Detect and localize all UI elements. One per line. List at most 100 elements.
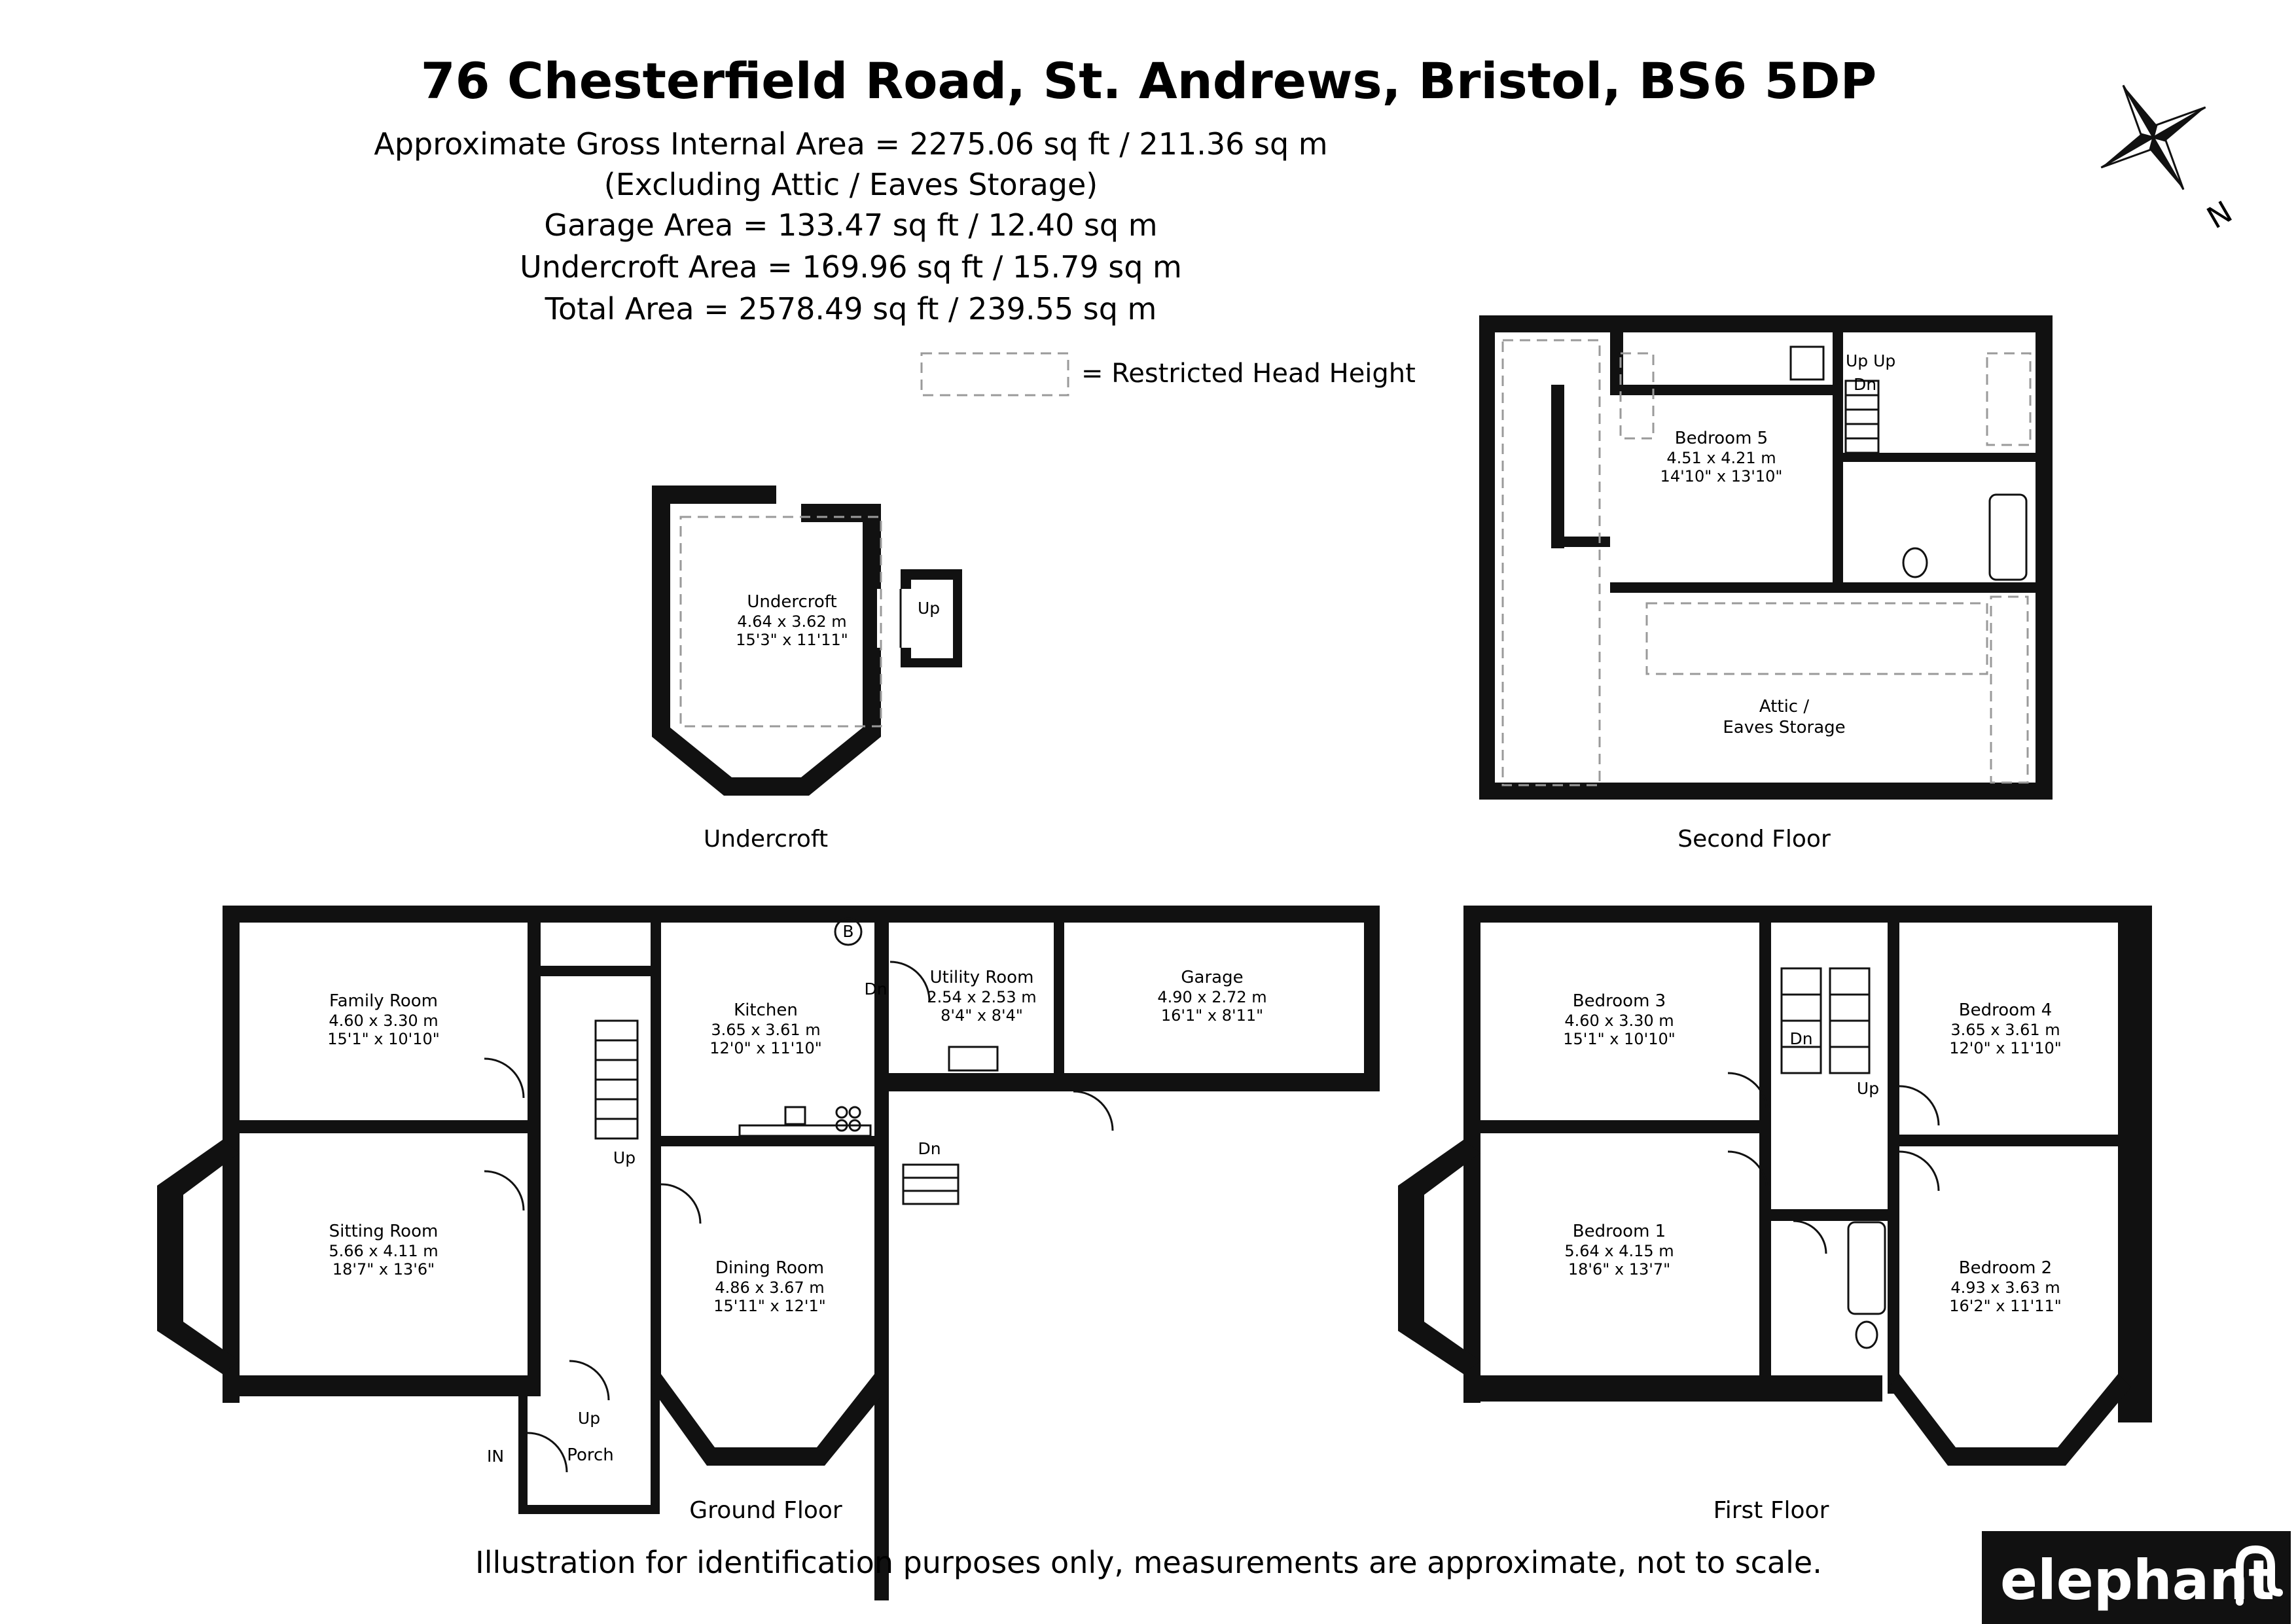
garage-metric: 4.90 x 2.72 m	[1157, 988, 1266, 1006]
outside-dn-marker: Dn	[918, 1139, 941, 1158]
bedroom-5-imperial: 14'10" x 13'10"	[1660, 467, 1783, 485]
bedroom-2-imperial: 16'2" x 11'11"	[1949, 1297, 2062, 1315]
first-floor-up-marker: Up	[1857, 1079, 1879, 1098]
bathroom-top-wall	[1771, 1209, 1888, 1221]
boiler-label: B	[842, 922, 853, 941]
bedroom-4-imperial: 12'0" x 11'10"	[1949, 1039, 2062, 1057]
legend-label: = Restricted Head Height	[1081, 359, 1416, 389]
door-swing	[569, 1360, 610, 1401]
first-floor-top-wall	[1463, 906, 2152, 923]
porch-up-marker: Up	[578, 1409, 600, 1428]
elephant-trunk-icon	[2236, 1545, 2283, 1606]
boiler-icon	[834, 917, 863, 946]
family-sitting-divider	[240, 1120, 528, 1133]
utility-garage-divider	[1054, 923, 1064, 1073]
ground-stairs-up-marker: Up	[613, 1148, 636, 1167]
sitting-room-name: Sitting Room	[329, 1222, 439, 1241]
kitchen-name: Kitchen	[734, 1000, 798, 1020]
second-floor-restricted-area	[1501, 339, 1601, 786]
compass-north-label: N	[2201, 194, 2238, 236]
toilet-icon	[1855, 1320, 1878, 1349]
bath-icon	[1988, 493, 2028, 581]
utility-room-name: Utility Room	[930, 968, 1034, 987]
first-floor-right-wall	[2118, 906, 2152, 1422]
hob-icon	[835, 1106, 848, 1119]
dining-room-bay-walls	[651, 1374, 889, 1466]
second-floor-stairs	[1844, 380, 1880, 454]
undercroft-plan: Up Undercroft 4.64 x 3.62 m 15'3" x 11'1…	[652, 485, 962, 853]
entrance-in-marker: IN	[487, 1447, 504, 1466]
bedroom-4-2-divider	[1899, 1135, 2118, 1146]
restricted-head-height-swatch	[920, 352, 1069, 397]
second-floor-wall-segment	[1610, 582, 2036, 593]
bedroom-1-name: Bedroom 1	[1573, 1222, 1666, 1241]
bedroom-1-imperial: 18'6" x 13'7"	[1568, 1260, 1670, 1279]
first-floor-bottom-wall	[1463, 1375, 1882, 1402]
property-title: 76 Chesterfield Road, St. Andrews, Brist…	[421, 52, 1877, 110]
toilet-icon	[1902, 547, 1928, 578]
bedroom-4-name: Bedroom 4	[1959, 1000, 2052, 1020]
bedroom-4-left-wall	[1888, 923, 1899, 1394]
hob-icon	[848, 1119, 861, 1132]
second-floor-wall-segment	[1610, 385, 1833, 395]
utility-room-imperial: 8'4" x 8'4"	[941, 1006, 1023, 1025]
family-sitting-room-wall	[528, 923, 541, 1396]
entrance-door-swing	[527, 1432, 568, 1473]
door-swing	[1727, 1150, 1768, 1192]
bedroom-5-metric: 4.51 x 4.21 m	[1666, 449, 1776, 467]
porch-name: Porch	[567, 1445, 614, 1465]
area-undercroft: Undercroft Area = 169.96 sq ft / 15.79 s…	[520, 249, 1182, 285]
door-swing	[1899, 1150, 1940, 1192]
hall-right-wall	[651, 923, 661, 1396]
brand-wordmark: elephant	[2000, 1548, 2274, 1612]
second-floor-up-marker: Up Up	[1846, 351, 1895, 370]
door-swing	[484, 1057, 525, 1099]
family-room-imperial: 15'1" x 10'10"	[327, 1030, 440, 1048]
ground-floor-bottom-wall	[223, 1375, 530, 1396]
area-gross: Approximate Gross Internal Area = 2275.0…	[374, 126, 1327, 162]
undercroft-room-name: Undercroft	[747, 592, 836, 612]
porch-walls	[518, 1396, 660, 1514]
second-floor-restricted-area	[1986, 352, 2032, 446]
family-room-metric: 4.60 x 3.30 m	[329, 1012, 438, 1030]
first-floor-label: First Floor	[1713, 1497, 1829, 1524]
bedroom-3-1-divider	[1480, 1120, 1759, 1133]
second-floor-wall-segment	[1843, 453, 2036, 462]
second-floor-wall-segment	[1833, 332, 1843, 593]
legend: = Restricted Head Height	[920, 352, 1416, 397]
second-floor-label: Second Floor	[1677, 826, 1831, 853]
door-swing	[1793, 1220, 1827, 1254]
kitchen-sink-icon	[784, 1106, 806, 1125]
outside-steps	[902, 1163, 960, 1205]
kitchen-dining-divider	[661, 1136, 877, 1146]
first-floor-plan: Bedroom 3 4.60 x 3.30 m 15'1" x 10'10" B…	[1398, 906, 2152, 1524]
garage-imperial: 16'1" x 8'11"	[1161, 1006, 1263, 1025]
second-floor-restricted-area	[1619, 352, 1655, 440]
kitchen-imperial: 12'0" x 11'10"	[709, 1039, 822, 1057]
door-swing	[889, 961, 931, 1002]
ground-floor-top-wall	[223, 906, 1378, 923]
attic-name-line-2: Eaves Storage	[1723, 718, 1845, 737]
area-total: Total Area = 2578.49 sq ft / 239.55 sq m	[545, 291, 1157, 327]
first-floor-dn-marker: Dn	[1789, 1029, 1812, 1048]
undercroft-floor-label: Undercroft	[704, 826, 828, 853]
hob-icon	[835, 1119, 848, 1132]
hob-icon	[848, 1106, 861, 1119]
bedroom-1-metric: 5.64 x 4.15 m	[1564, 1242, 1674, 1260]
second-floor-restricted-area	[1645, 602, 1988, 675]
door-swing	[1727, 1072, 1768, 1113]
kitchen-metric: 3.65 x 3.61 m	[711, 1021, 820, 1039]
bedroom-3-right-wall	[1759, 923, 1771, 1394]
sitting-room-bay-walls	[157, 1140, 240, 1374]
second-floor-wall-segment	[1551, 385, 1564, 548]
family-room-name: Family Room	[329, 991, 438, 1011]
area-garage: Garage Area = 133.47 sq ft / 12.40 sq m	[544, 207, 1157, 243]
sitting-room-metric: 5.66 x 4.11 m	[329, 1242, 438, 1260]
door-swing	[484, 1170, 525, 1211]
brand-logo: elephant	[1982, 1531, 2291, 1624]
first-floor-stairs	[1780, 967, 1871, 1074]
ground-floor-stairs	[594, 1019, 639, 1140]
ground-floor-plan: B Family Room 4.60 x 3.30 m 15'1" x 10'1…	[157, 906, 1380, 1600]
bedroom-2-metric: 4.93 x 3.63 m	[1950, 1279, 2060, 1297]
door-swing	[660, 1183, 702, 1224]
